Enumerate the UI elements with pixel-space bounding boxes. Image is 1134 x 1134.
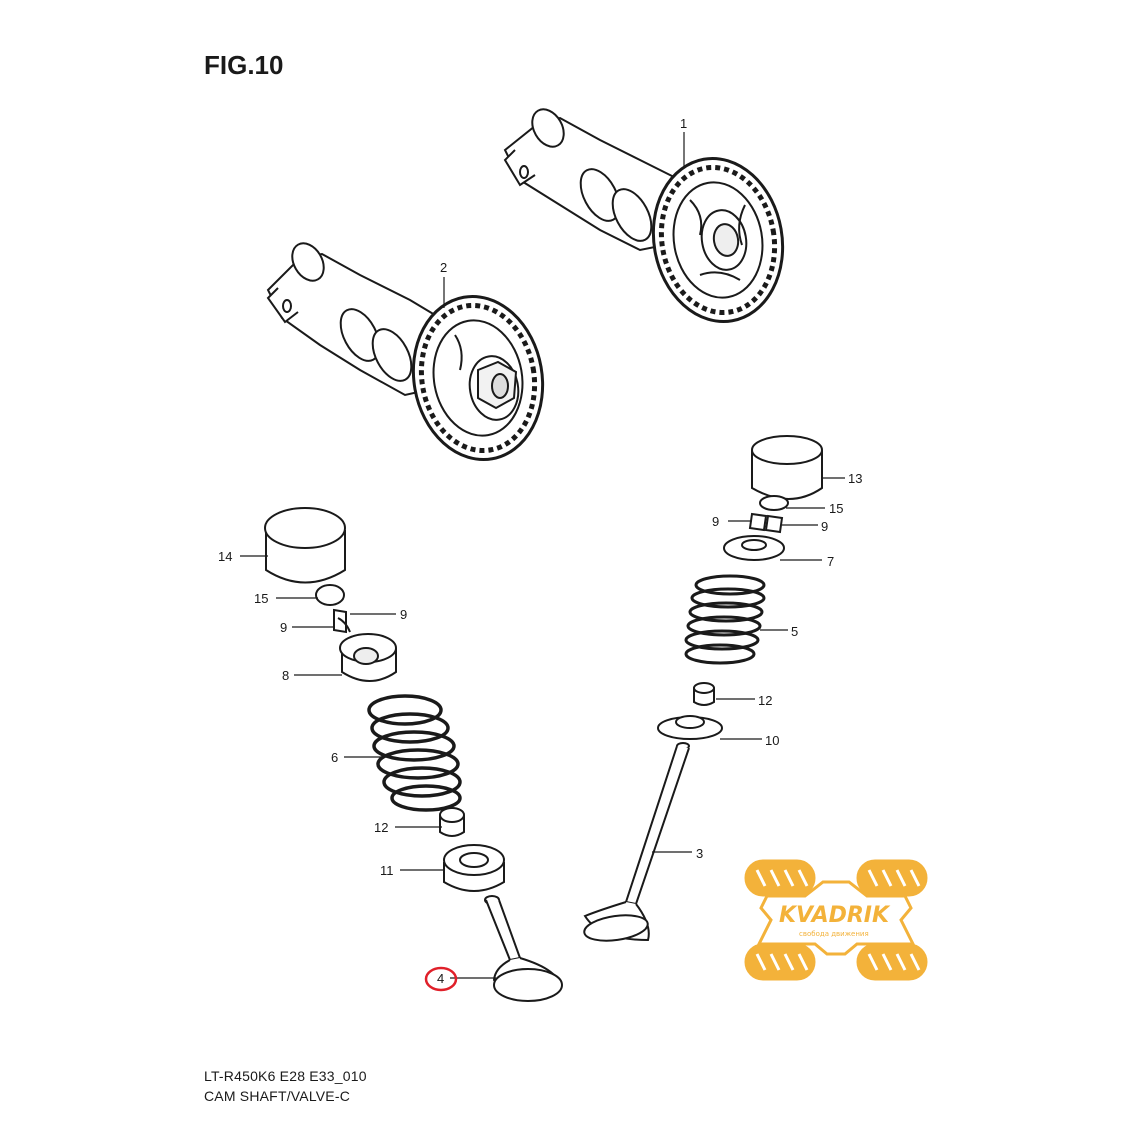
callout-9-right-right[interactable]: 9 [821,519,828,534]
logo-brand: KVADRIK [779,903,891,928]
callout-6[interactable]: 6 [331,750,338,765]
model-code: LT-R450K6 E28 E33_010 [204,1068,367,1084]
callout-11[interactable]: 11 [380,863,394,878]
callout-12-right[interactable]: 12 [758,693,772,708]
callout-4[interactable]: 4 [437,971,444,986]
callout-10[interactable]: 10 [765,733,779,748]
callout-13[interactable]: 13 [848,471,862,486]
callout-5[interactable]: 5 [791,624,798,639]
figure-title: FIG.10 [204,50,284,80]
kvadrik-logo: KVADRIK свобода движения [744,859,928,981]
section-name: CAM SHAFT/VALVE-C [204,1088,351,1104]
callout-15-left[interactable]: 15 [254,591,268,606]
camshaft-exhaust [503,108,785,324]
callout-8[interactable]: 8 [282,668,289,683]
callout-9-right-left[interactable]: 9 [712,514,719,529]
leader-lines [240,477,845,979]
valve-assembly-right [583,435,823,942]
callout-labels: 1 2 13 15 9 9 7 5 12 10 3 14 15 9 9 8 6 … [218,116,862,986]
camshaft-intake [266,242,545,462]
callout-9-left-left[interactable]: 9 [280,620,287,635]
callout-3[interactable]: 3 [696,846,703,861]
valve-assembly-left [264,507,563,1002]
callout-7[interactable]: 7 [827,554,834,569]
logo-tagline: свобода движения [799,930,869,938]
callout-15-right[interactable]: 15 [829,501,843,516]
callout-1[interactable]: 1 [680,116,687,131]
callout-9-left-right[interactable]: 9 [400,607,407,622]
callout-2[interactable]: 2 [440,260,447,275]
callout-12-left[interactable]: 12 [374,820,388,835]
callout-14[interactable]: 14 [218,549,232,564]
highlight-circle [424,966,458,992]
